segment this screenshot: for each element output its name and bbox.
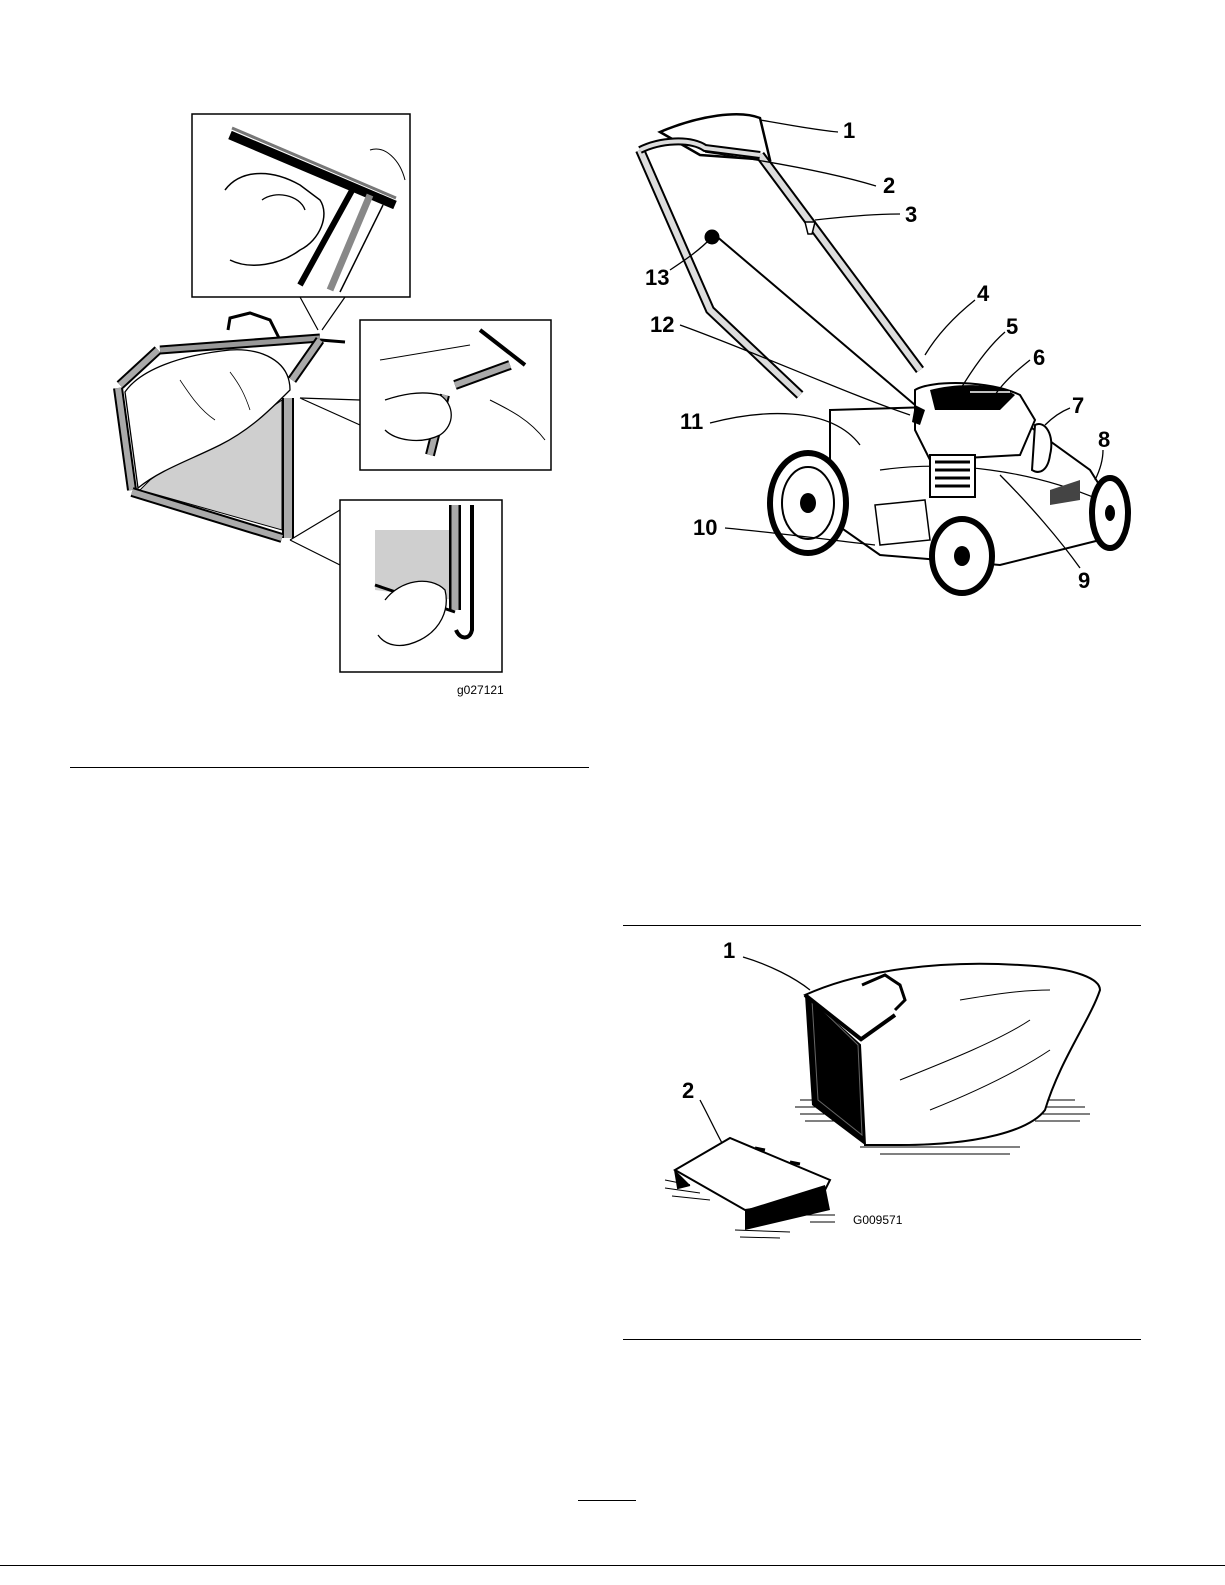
figure-code-bag: G009571 <box>853 1213 902 1227</box>
section-rule-right-bottom <box>623 1339 1141 1340</box>
page-bottom-border <box>0 1565 1225 1566</box>
bag-callout-lines <box>700 957 810 1143</box>
discharge-chute <box>665 1138 835 1238</box>
grass-bag <box>805 964 1100 1145</box>
page-number-underline <box>578 1500 636 1501</box>
bag-callout-2: 2 <box>682 1078 694 1103</box>
bag-callout-1: 1 <box>723 938 735 963</box>
